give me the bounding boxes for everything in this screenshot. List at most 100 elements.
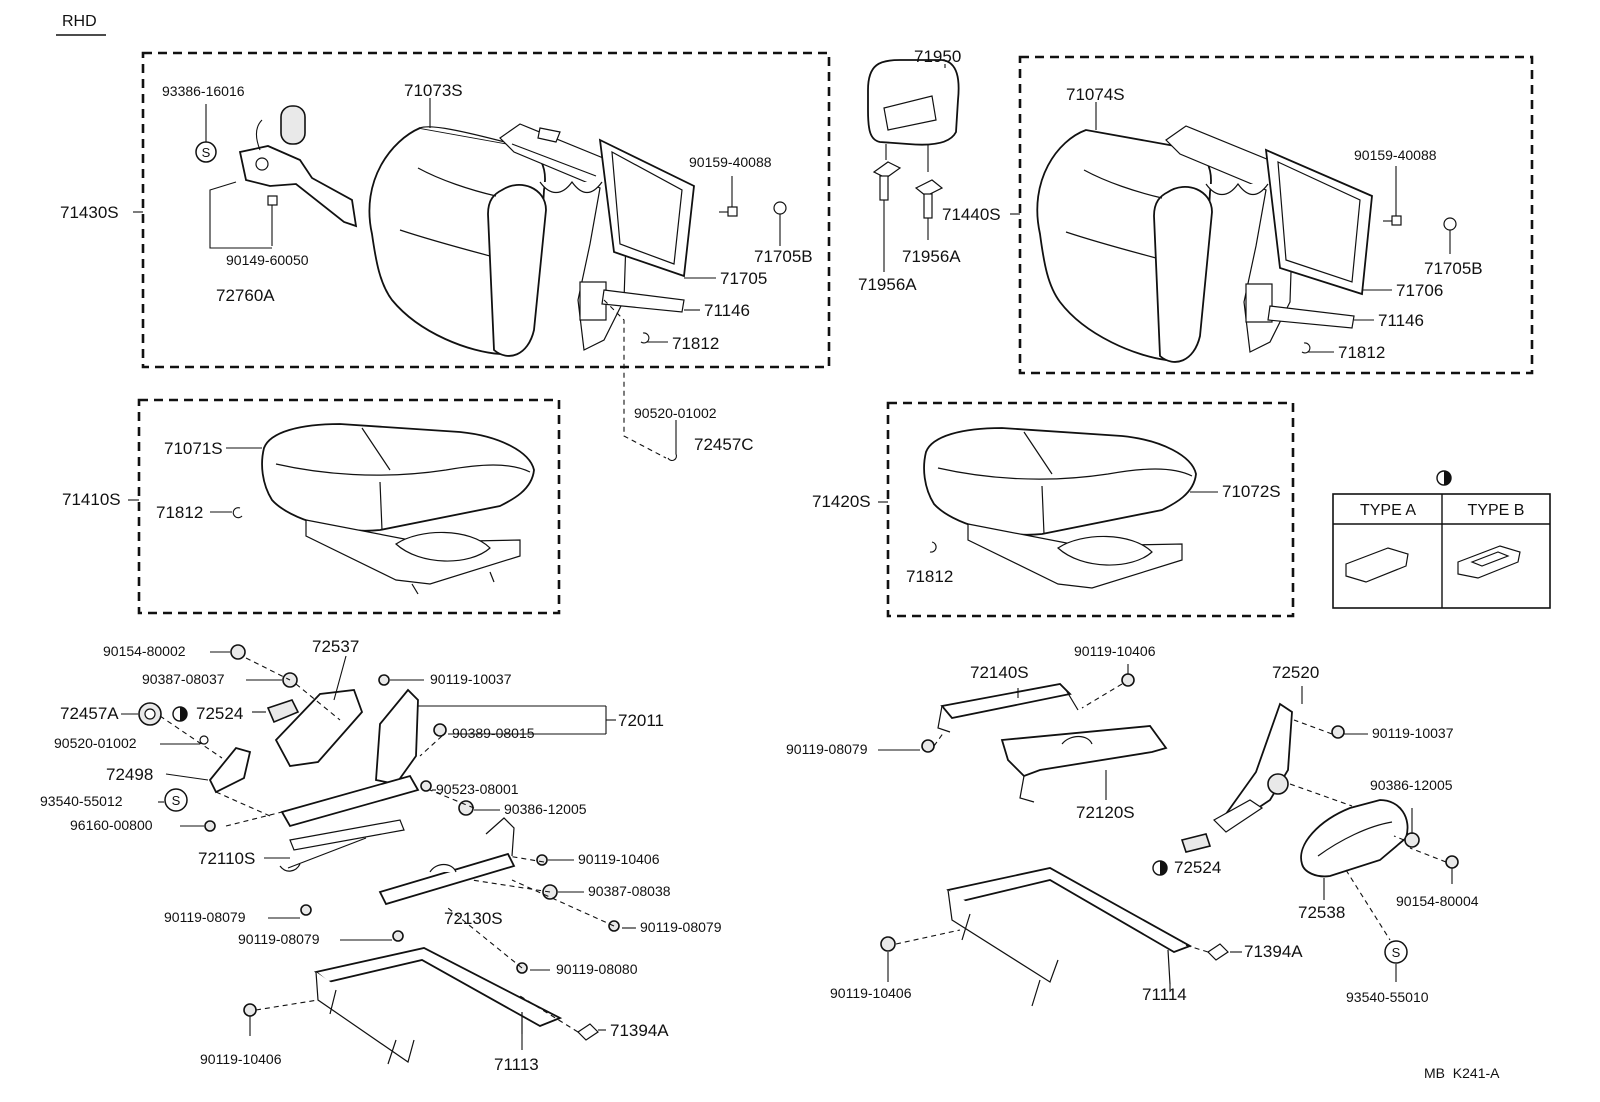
hog-ring-71812-left2-icon (232, 507, 243, 519)
label-72130S: 72130S (444, 909, 503, 928)
left-cushion-group-box (137, 398, 561, 615)
label-90119-10406-right1: 90119-10406 (1074, 643, 1156, 659)
recliner-cover-72538-drawing (1300, 799, 1409, 878)
label-93540-55012: 93540-55012 (40, 793, 123, 809)
screw-90159-40088-left-drawing (719, 176, 738, 217)
label-90119-08079-left3: 90119-08079 (238, 931, 320, 947)
label-90520-01002-bottom: 90520-01002 (54, 735, 137, 751)
hog-ring-71812-left-icon (640, 332, 650, 344)
guide-71956A-1-drawing (872, 161, 902, 272)
seat-track-72130S-drawing (378, 817, 516, 906)
rhd-tag: RHD (62, 13, 97, 30)
label-71113: 71113 (494, 1055, 539, 1074)
label-71420S: 71420S (812, 492, 871, 511)
back-board-71705-drawing (598, 138, 695, 278)
label-71812-right2: 71812 (906, 567, 953, 586)
label-71950: 71950 (914, 47, 961, 66)
label-71146-left: 71146 (704, 301, 750, 320)
label-90159-40088-left: 90159-40088 (689, 154, 772, 170)
label-90387-08037: 90387-08037 (142, 671, 225, 687)
leader-lines-right-adjuster (878, 664, 1453, 992)
label-71394A-right: 71394A (1244, 942, 1303, 961)
recliner-72011-drawing (375, 688, 419, 785)
label-96160-00800: 96160-00800 (70, 817, 153, 833)
label-71410S: 71410S (62, 490, 121, 509)
label-71706: 71706 (1396, 281, 1443, 300)
clip-71705B-left-drawing (773, 201, 787, 246)
label-93540-55010: 93540-55010 (1346, 989, 1429, 1005)
seat-track-72140S-drawing (937, 683, 1079, 733)
label-90119-08079-left2: 90119-08079 (640, 919, 722, 935)
diagram-code: MB K241-A (1424, 1065, 1500, 1081)
label-71705: 71705 (720, 269, 767, 288)
half-circle-right-icon (1152, 860, 1168, 876)
label-71812-left2: 71812 (156, 503, 203, 522)
recliner-bracket-72760A-drawing (238, 105, 358, 228)
label-71072S: 71072S (1222, 482, 1281, 501)
label-72520: 72520 (1272, 663, 1319, 682)
label-90119-10406-left1: 90119-10406 (578, 851, 660, 867)
clip-71705B-right-drawing (1443, 217, 1457, 254)
right-cushion-group-box (886, 401, 1295, 618)
label-90154-80004: 90154-80004 (1396, 893, 1479, 909)
label-90119-10406-right2: 90119-10406 (830, 985, 912, 1001)
label-72110S: 72110S (198, 849, 255, 868)
seatback-cover-71073S-drawing (368, 126, 547, 357)
label-72120S: 72120S (1076, 803, 1135, 822)
knob-72457A-drawing (138, 702, 162, 726)
label-90389-08015: 90389-08015 (452, 725, 535, 741)
hog-ring-71812-right2-icon (929, 541, 937, 553)
bolt-90119-10406-left2-drawing (243, 1003, 257, 1036)
nut-90154-80002-drawing (230, 644, 246, 660)
label-72011: 72011 (618, 711, 664, 730)
label-90387-08038: 90387-08038 (588, 883, 671, 899)
label-71114: 71114 (1142, 985, 1187, 1004)
label-90119-10037-left: 90119-10037 (430, 671, 512, 687)
back-board-71706-drawing (1264, 148, 1373, 296)
label-90159-40088-right: 90159-40088 (1354, 147, 1437, 163)
clip-71394A-right-drawing (1207, 943, 1229, 961)
bolt-90149-60050-drawing (267, 195, 278, 246)
label-72537: 72537 (312, 637, 359, 656)
label-71073S: 71073S (404, 81, 463, 100)
screw-90159-40088-right-drawing (1383, 166, 1402, 226)
label-90154-80002: 90154-80002 (103, 643, 186, 659)
half-circle-left-icon (172, 706, 188, 722)
label-72524-right: 72524 (1174, 858, 1221, 877)
seat-cushion-71071S-drawing (261, 423, 535, 595)
left-seatback-group-box (141, 51, 831, 369)
guide-71956A-2-drawing (914, 179, 944, 240)
type-a-knob-icon (1345, 547, 1409, 583)
label-72457C: 72457C (694, 435, 754, 454)
label-72538: 72538 (1298, 903, 1345, 922)
label-90119-10406-left2: 90119-10406 (200, 1051, 282, 1067)
label-71705B-left: 71705B (754, 247, 813, 266)
seat-frame-71113-drawing (314, 947, 563, 1065)
legend-type-b: TYPE B (1468, 502, 1525, 519)
small-fasteners-right (880, 673, 1459, 952)
right-seatback-group-box (1018, 55, 1534, 375)
seat-track-72120S-drawing (1000, 725, 1168, 803)
seat-frame-71114-drawing (946, 867, 1193, 1007)
label-71440S: 71440S (942, 205, 1001, 224)
label-72760A: 72760A (216, 286, 275, 305)
label-72498: 72498 (106, 765, 153, 784)
label-90523-08001: 90523-08001 (436, 781, 519, 797)
label-71812-left: 71812 (672, 334, 719, 353)
label-90119-08080: 90119-08080 (556, 961, 638, 977)
seatback-frame-right-drawing (1165, 125, 1295, 353)
label-90386-12005-right: 90386-12005 (1370, 777, 1453, 793)
label-90520-01002-top: 90520-01002 (634, 405, 717, 421)
s-mark-right2-icon: S (1384, 940, 1408, 964)
cover-72498-drawing (208, 746, 252, 794)
label-71074S: 71074S (1066, 85, 1125, 104)
svg-text:S: S (172, 793, 181, 808)
hog-ring-71812-right-icon (1301, 342, 1311, 354)
label-71071S: 71071S (164, 439, 223, 458)
type-b-knob-icon (1457, 545, 1521, 579)
strip-71146-right-drawing (1267, 305, 1355, 329)
label-90149-60050: 90149-60050 (226, 252, 309, 268)
seatback-cover-71074S-drawing (1036, 129, 1213, 363)
s-mark-icon: S (195, 141, 217, 163)
